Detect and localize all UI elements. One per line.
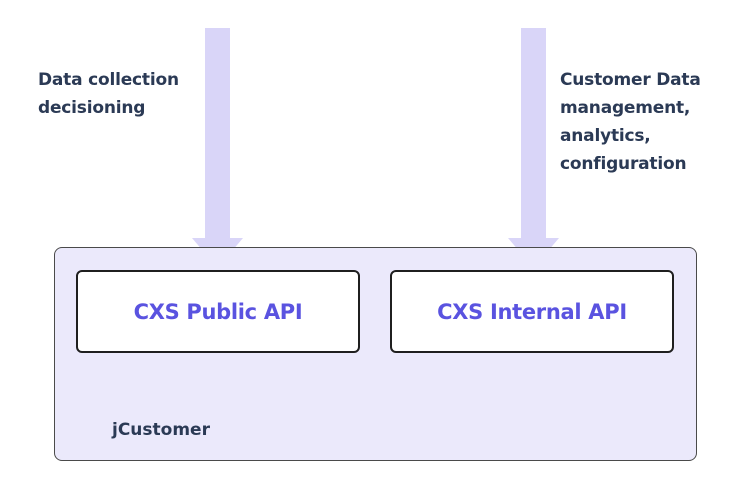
data-collection-label: Data collection decisioning	[38, 70, 179, 118]
cxs-internal-api-box: CXS Internal API	[390, 270, 674, 353]
cxs-public-api-box: CXS Public API	[76, 270, 360, 353]
cxs-internal-api-label: CXS Internal API	[437, 299, 627, 324]
jcustomer-label: jCustomer	[112, 420, 210, 440]
left-arrow	[192, 28, 243, 268]
right-arrow	[508, 28, 559, 268]
customer-data-label: Customer Data management, analytics, con…	[560, 70, 701, 174]
cxs-public-api-label: CXS Public API	[133, 299, 303, 324]
